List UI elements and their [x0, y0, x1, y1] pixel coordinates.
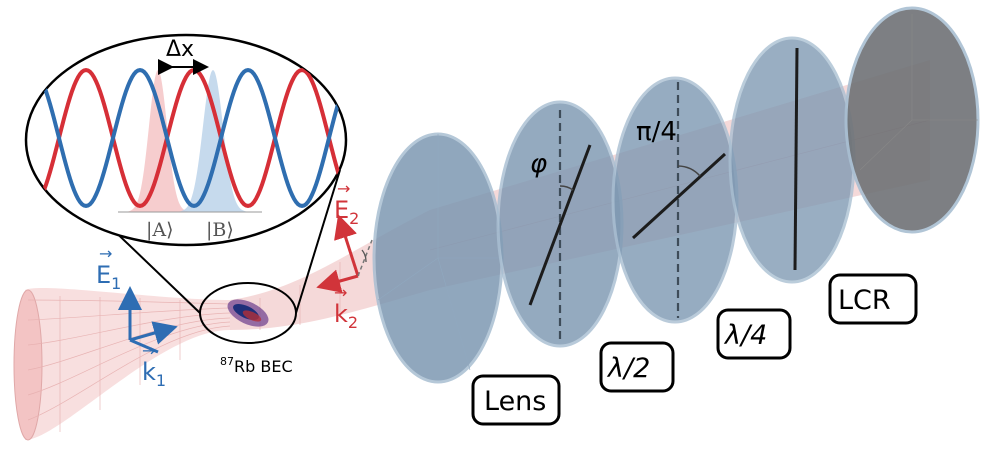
- state-b-label: |B⟩: [206, 219, 234, 241]
- atom-cloud-b: [173, 70, 253, 212]
- lcr-label: LCR: [838, 285, 891, 316]
- lcr-disc: [844, 6, 980, 234]
- half-wave-plate-label-box: λ/2: [599, 341, 675, 393]
- shift-label: Δx: [166, 37, 194, 62]
- bec-label: 87Rb BEC: [220, 355, 293, 376]
- beam2-vectors: E2 → k2 →: [316, 179, 373, 332]
- input-beam-cone: [13, 287, 231, 441]
- inset-standing-wave: Δx |A⟩ |B⟩: [24, 33, 348, 247]
- lcr-label-box: LCR: [828, 273, 918, 325]
- blue-lattice-wave: [26, 67, 346, 209]
- e1-label: E1: [96, 261, 121, 293]
- beam1-vectors: E1 → k1 →: [96, 244, 178, 390]
- e2-label: E2: [334, 196, 359, 228]
- half-wave-plate-label: λ/2: [606, 353, 650, 384]
- k2-arrow-accent: →: [334, 283, 347, 302]
- quarter-wave-plate-label: λ/4: [723, 320, 767, 351]
- red-lattice-wave: [26, 67, 346, 209]
- lens-disc: [372, 132, 504, 384]
- quarter-wave-plate-label-box: λ/4: [716, 308, 792, 360]
- quarter-wave-plate-disc-2: [728, 36, 856, 284]
- atom-cloud-a: [122, 70, 194, 212]
- state-a-label: |A⟩: [146, 219, 174, 241]
- e2-arrow-accent: →: [337, 179, 350, 198]
- half-wave-plate-disc: [496, 100, 624, 348]
- zoom-line-right: [295, 169, 341, 314]
- lens-label: Lens: [484, 386, 546, 417]
- lens-label-box: Lens: [471, 374, 561, 426]
- k1-arrow-accent: →: [142, 341, 155, 360]
- angle-pi4-label: π/4: [636, 117, 677, 147]
- e1-arrow-accent: →: [99, 244, 112, 263]
- k2-label: k2: [334, 300, 358, 332]
- angle-phi-label: φ: [530, 149, 547, 179]
- bec-cloud: [199, 282, 297, 344]
- quarter-wave-plate-disc-1: [611, 76, 739, 324]
- k1-label: k1: [142, 358, 166, 390]
